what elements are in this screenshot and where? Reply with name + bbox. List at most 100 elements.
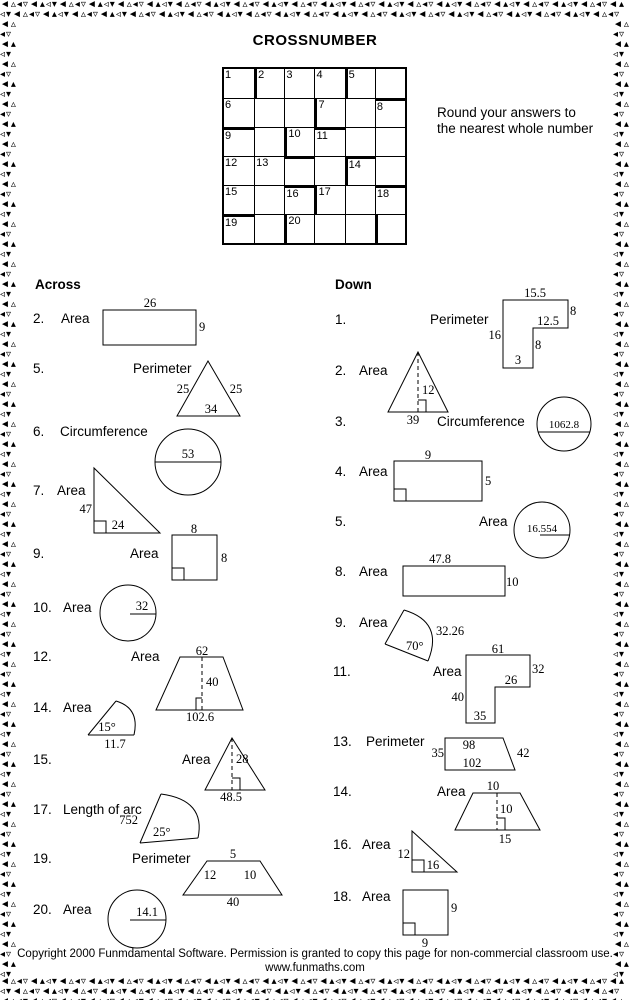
grid-cell-r5c2[interactable] [254, 185, 285, 214]
across-clue-14-shape-sector: 15° 11.7 [87, 700, 136, 751]
grid-cell-r4c3[interactable] [284, 156, 315, 185]
down-clue-11-number: 11. [333, 664, 351, 679]
grid-cell-r4c4[interactable] [314, 156, 345, 185]
down-clue-3-number: 3. [335, 414, 347, 429]
grid-cell-r5c3[interactable]: 16 [284, 185, 315, 214]
grid-cell-r3c4[interactable]: 11 [314, 127, 345, 156]
grid-cell-r6c3[interactable]: 20 [284, 214, 315, 243]
across-clue-19-label: Perimeter [132, 851, 191, 866]
across-clue-5-label: Perimeter [133, 361, 192, 376]
across-clue-10-shape-circle: 32 [99, 584, 157, 642]
across-clue-17-label: Length of arc [63, 802, 142, 817]
dim-label: 8 [221, 551, 227, 565]
grid-cell-r1c6[interactable] [374, 69, 405, 98]
grid-cell-number: 10 [288, 128, 301, 140]
dim-label: 12.5 [537, 314, 559, 328]
dim-label: 14.1 [136, 905, 158, 919]
grid-cell-number: 7 [318, 99, 325, 111]
grid-cell-r2c1[interactable]: 6 [224, 98, 255, 127]
dim-label: 9 [451, 901, 457, 915]
down-clue-5-number: 5. [335, 514, 347, 529]
grid-cell-r5c1[interactable]: 15 [224, 185, 255, 214]
grid-cell-r5c4[interactable]: 17 [314, 185, 345, 214]
across-clue-5-shape-triangle: 25 25 34 [176, 359, 242, 417]
grid-cell-r5c6[interactable]: 18 [374, 185, 405, 214]
dim-label: 15 [499, 832, 512, 846]
across-clue-6-shape-circle: 53 [154, 428, 222, 496]
dim-label: 10 [487, 779, 500, 793]
grid-cell-r2c5[interactable] [344, 98, 375, 127]
grid-cell-r2c3[interactable] [284, 98, 315, 127]
grid-cell-number: 6 [225, 99, 232, 111]
dim-label: 8 [570, 304, 576, 318]
grid-cell-r4c6[interactable] [374, 156, 405, 185]
dim-label: 47 [80, 502, 93, 516]
grid-cell-r3c5[interactable] [344, 127, 375, 156]
dim-label: 40 [206, 675, 219, 689]
across-clue-17-number: 17. [33, 802, 52, 817]
dim-label: 9 [422, 936, 428, 950]
down-clue-14-number: 14. [333, 784, 352, 799]
grid-cell-r1c5[interactable]: 5 [344, 69, 375, 98]
grid-cell-r6c1[interactable]: 19 [224, 214, 255, 243]
grid-cell-r3c3[interactable]: 10 [284, 127, 315, 156]
grid-cell-r6c5[interactable] [344, 214, 375, 243]
dim-label: 16.554 [527, 523, 558, 535]
grid-cell-r5c5[interactable] [344, 185, 375, 214]
decorative-border-right: ◄▵◂▿◄▴◃▾◄▵◂▿◄▴◃▾◄▵◂▿◄▴◃▾◄▵◂▿◄▴◃▾◄▵◂▿◄▴◃▾… [613, 20, 630, 977]
grid-cell-number: 13 [256, 157, 269, 169]
grid-cell-r2c2[interactable] [254, 98, 285, 127]
across-clue-19-number: 19. [33, 851, 52, 866]
dim-label: 32.26 [436, 624, 464, 638]
across-clue-20-label: Area [63, 902, 92, 917]
grid-cell-r2c4[interactable]: 7 [314, 98, 345, 127]
grid-cell-r3c2[interactable] [254, 127, 285, 156]
down-clue-3-label: Circumference [437, 414, 525, 429]
page-title: CROSSNUMBER [252, 32, 378, 49]
across-clue-17-shape-sector: 752 25° [119, 793, 200, 844]
dim-label: 102 [463, 756, 482, 770]
dim-label: 70° [406, 639, 424, 653]
grid-cell-number: 16 [286, 188, 299, 200]
instruction-note: Round your answers to the nearest whole … [437, 105, 594, 136]
grid-cell-r6c2[interactable] [254, 214, 285, 243]
grid-cell-r3c1[interactable]: 9 [224, 127, 255, 156]
down-clue-4-number: 4. [335, 464, 347, 479]
dim-label: 11.7 [104, 737, 125, 751]
across-clue-2-shape-rectangle: 26 9 [102, 296, 205, 346]
dim-label: 25 [177, 382, 190, 396]
grid-cell-r1c1[interactable]: 1 [224, 69, 254, 98]
down-clue-4-shape-rectangle: 9 5 [393, 448, 491, 502]
down-clue-16-shape-right-triangle: 12 16 [398, 829, 459, 873]
grid-cell-r6c6[interactable] [374, 214, 405, 243]
grid-cell-number: 2 [258, 69, 265, 81]
down-clue-9-label: Area [359, 615, 388, 630]
dim-label: 24 [112, 518, 125, 532]
grid-cell-r1c3[interactable]: 3 [284, 69, 314, 98]
grid-cell-r1c2[interactable]: 2 [254, 69, 284, 98]
decorative-border-left: ◄▵◂▿◄▴◃▾◄▵◂▿◄▴◃▾◄▵◂▿◄▴◃▾◄▵◂▿◄▴◃▾◄▵◂▿◄▴◃▾… [0, 20, 17, 977]
dim-label: 5 [485, 474, 491, 488]
grid-cell-number: 15 [225, 186, 238, 198]
dim-label: 48.5 [220, 790, 242, 804]
across-clue-6-label: Circumference [60, 424, 148, 439]
grid-cell-r4c5[interactable]: 14 [344, 156, 375, 185]
down-clue-13-shape-trapezoid: 35 98 42 102 [432, 737, 530, 771]
grid-cell-r2c6[interactable]: 8 [374, 98, 405, 127]
dim-label: 16 [427, 858, 440, 872]
grid-cell-r4c1[interactable]: 12 [224, 156, 255, 185]
dim-label: 40 [227, 895, 240, 909]
down-header: Down [335, 277, 372, 292]
dim-label: 15.5 [524, 286, 546, 300]
grid-cell-r4c2[interactable]: 13 [254, 156, 285, 185]
dim-label: 3 [515, 353, 521, 367]
grid-cell-r1c4[interactable]: 4 [314, 69, 344, 98]
grid-cell-r3c6[interactable] [374, 127, 405, 156]
copyright-text: Copyright 2000 Funmdamental Software. Pe… [17, 948, 613, 960]
across-clue-15-number: 15. [33, 752, 52, 767]
down-clue-16-label: Area [362, 837, 391, 852]
grid-cell-r6c4[interactable] [314, 214, 345, 243]
dim-label: 102.6 [186, 710, 214, 724]
grid-cell-number: 19 [225, 217, 238, 229]
across-clue-7-number: 7. [33, 483, 45, 498]
